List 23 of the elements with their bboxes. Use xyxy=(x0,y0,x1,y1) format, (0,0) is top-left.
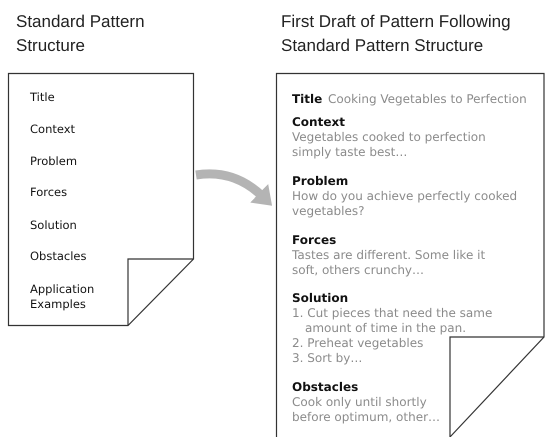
list-item: 1. Cut pieces that need the same amount of time in the pan. xyxy=(292,306,494,336)
pattern-title: Cooking Vegetables to Perfection xyxy=(328,92,528,107)
section-text: How do you achieve perfectly cooked vegetables? xyxy=(292,189,518,219)
section-name: Application Examples xyxy=(30,282,96,312)
section-text: Cook only until shortly before optimum, other… xyxy=(292,395,442,425)
section-name: Context xyxy=(30,122,76,137)
section-text: Vegetables cooked to perfection simply taste best… xyxy=(292,130,487,160)
list-item: 2. Preheat vegetables xyxy=(292,336,424,351)
list-item: 3. Sort by… xyxy=(292,351,364,366)
section-heading: Context xyxy=(292,115,346,130)
section-name: Forces xyxy=(30,185,68,200)
section-heading: Forces xyxy=(292,233,338,248)
section-heading: Obstacles xyxy=(292,380,360,395)
heading: Standard Pattern Structure xyxy=(16,11,146,57)
section-text: Tastes are different. Some like it soft, others crunchy… xyxy=(292,248,486,278)
heading: First Draft of Pattern Following Standard Pattern Structure xyxy=(281,11,512,57)
section-heading: Solution xyxy=(292,291,350,306)
curved-arrow xyxy=(195,169,272,206)
section-name: Obstacles xyxy=(30,249,88,264)
section-name: Problem xyxy=(30,154,78,169)
section-heading: Problem xyxy=(292,174,350,189)
section-name: Solution xyxy=(30,218,78,233)
section-name: Title xyxy=(30,90,56,105)
